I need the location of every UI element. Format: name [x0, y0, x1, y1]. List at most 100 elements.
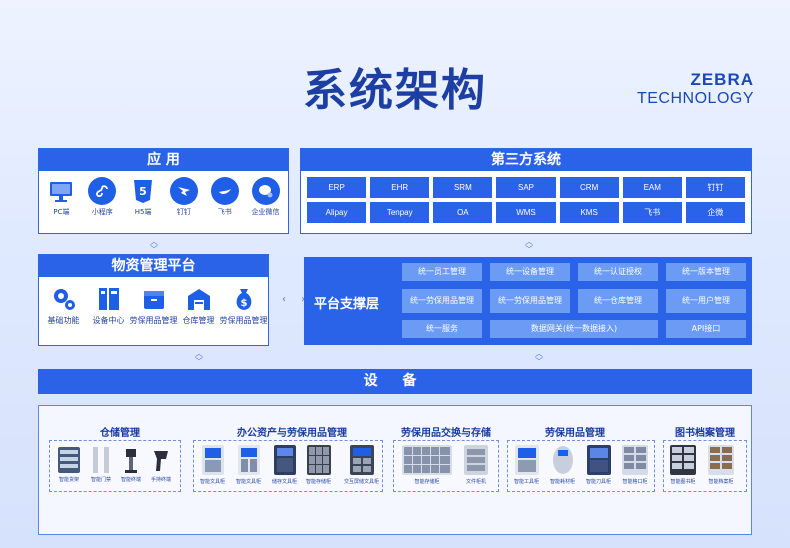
page-title: 系统架构: [303, 65, 487, 116]
device-label: 智能文具柜: [236, 479, 262, 485]
tool-cabinet-icon: [514, 445, 539, 475]
svg-text:5: 5: [139, 185, 147, 198]
third-party-title: 第三方系统: [301, 149, 751, 171]
dingtalk-icon: [169, 177, 198, 205]
box-icon: [143, 291, 164, 309]
device-label: 文件柜机: [465, 479, 486, 485]
device-group-title: 仓储管理: [100, 428, 140, 439]
device-label: 智能图书柜: [670, 479, 696, 485]
support-chip: 数据网关(统一数据接入): [490, 320, 658, 338]
platform-title: 物资管理平台: [39, 255, 268, 277]
device-group-title: 图书档案管理: [675, 428, 735, 439]
system-chip: ERP: [307, 177, 367, 198]
device-label: 智能耗材柜: [550, 479, 576, 485]
connector-arrows: ‹ ›: [282, 294, 312, 305]
support-chip: 统一员工管理: [402, 263, 482, 281]
money-bag-icon: $: [236, 289, 251, 310]
app-label: PC端: [53, 208, 70, 216]
support-chip: 统一劳保用品管理: [402, 289, 482, 313]
apps-panel: 应 用 PC端 小程序 5 H5端 钉钉 飞书: [38, 148, 289, 234]
gears-icon: [53, 289, 75, 310]
device-group-ppe: 智能工具柜 智能耗材柜 智能刀具柜 智能格口柜: [507, 440, 655, 492]
device-item: 手持终端: [150, 447, 172, 483]
device-label: 智能存储柜: [306, 479, 332, 485]
shelf-icon: [58, 447, 80, 473]
support-chip: 统一服务: [402, 320, 482, 338]
device-item: 智能货架: [58, 447, 80, 483]
device-item: 智能文具柜: [236, 445, 261, 485]
app-h5: 5 H5端: [123, 177, 163, 216]
third-party-panel: 第三方系统 ERP EHR SRM SAP CRM EAM 钉钉 Alipay …: [300, 148, 752, 234]
device-label: 智能终端: [120, 477, 141, 483]
locker-icon: [201, 445, 224, 475]
locker-icon: [306, 445, 331, 475]
support-chip: 统一版本管理: [666, 263, 746, 281]
device-group-office: 智能文具柜 智能文具柜 储存文具柜 智能存储柜 交互屏储文具柜: [193, 440, 383, 492]
system-chip: SAP: [496, 177, 556, 198]
device-group-exchange: 智能存储柜 文件柜机: [393, 440, 499, 492]
platform-device: 设备中心: [88, 285, 130, 326]
system-chip: 飞书: [622, 202, 682, 223]
cabinet-icon: [98, 288, 119, 310]
system-chip: OA: [433, 202, 493, 223]
app-label: 飞书: [217, 208, 232, 216]
app-feishu: 飞书: [205, 177, 245, 216]
device-label: 智能刀具柜: [586, 479, 612, 485]
device-group-title: 劳保用品管理: [545, 428, 605, 439]
platform-ppe: 劳保用品管理: [130, 285, 178, 326]
device-item: 文件柜机: [464, 445, 488, 485]
device-label: 交互屏储文具柜: [344, 479, 380, 485]
feishu-icon: [210, 177, 239, 205]
device-item: 智能图书柜: [670, 445, 696, 485]
device-item: 智能档案柜: [708, 445, 734, 485]
locker-wall-icon: [402, 445, 452, 475]
platform-basic: 基础功能: [43, 285, 85, 326]
support-chip: 统一劳保用品管理: [490, 289, 570, 313]
support-layer-panel: 平台支撑层 统一员工管理 统一设备管理 统一认证授权 统一版本管理 统一劳保用品…: [304, 257, 752, 345]
system-chip: CRM: [559, 177, 619, 198]
device-label: 智能档案柜: [708, 479, 734, 485]
app-label: 企业微信: [251, 208, 280, 216]
platform-label: 劳保用品管理: [219, 316, 268, 325]
brand-logo: ZEBRA TECHNOLOGY: [637, 70, 754, 108]
device-item: 智能门禁: [90, 447, 112, 483]
device-item: 智能刀具柜: [586, 445, 611, 485]
system-chip: SRM: [433, 177, 493, 198]
app-label: H5端: [134, 208, 152, 216]
file-cabinet-icon: [464, 445, 488, 475]
locker-icon: [237, 445, 260, 475]
support-chip: 统一仓库管理: [578, 289, 658, 313]
connector-arrows: ︿﹀: [150, 237, 164, 254]
app-pc: PC端: [41, 177, 81, 216]
device-label: 智能文具柜: [200, 479, 226, 485]
platform-label: 仓库管理: [182, 316, 215, 325]
platform-label: 基础功能: [47, 316, 80, 325]
support-chip: API接口: [666, 320, 746, 338]
system-chip: 钉钉: [685, 177, 745, 198]
consumable-cabinet-icon: [552, 446, 573, 474]
brand-line1: ZEBRA: [690, 70, 754, 89]
wecom-icon: [251, 177, 280, 205]
app-wecom: 企业微信: [246, 177, 286, 216]
system-chip: EHR: [370, 177, 430, 198]
devices-title: 设 备: [38, 369, 752, 394]
devices-panel: 仓储管理 智能货架 智能门禁 智能终端 手持终端 办公资产与劳保用品管理 智能文…: [38, 405, 752, 535]
device-item: 储存文具柜: [272, 445, 297, 485]
support-title: 平台支撑层: [314, 297, 380, 312]
system-chip: Alipay: [307, 202, 367, 223]
cutter-cabinet-icon: [586, 445, 611, 475]
handheld-scanner-icon: [154, 451, 168, 471]
locker-icon: [273, 445, 296, 475]
device-item: 智能存储柜: [306, 445, 331, 485]
connector-arrows: ︿﹀: [525, 237, 539, 254]
system-chip: 企微: [685, 202, 745, 223]
platform-ppe-2: $ 劳保用品管理: [219, 285, 268, 326]
connector-arrows: ︿﹀: [535, 349, 549, 366]
device-item: 智能终端: [120, 447, 142, 483]
device-label: 智能工具柜: [514, 479, 540, 485]
archive-cabinet-icon: [708, 445, 734, 475]
platform-warehouse: 仓库管理: [178, 285, 220, 326]
apps-title: 应 用: [39, 149, 288, 171]
device-item: 智能文具柜: [200, 445, 225, 485]
app-miniprogram: 小程序: [82, 177, 122, 216]
